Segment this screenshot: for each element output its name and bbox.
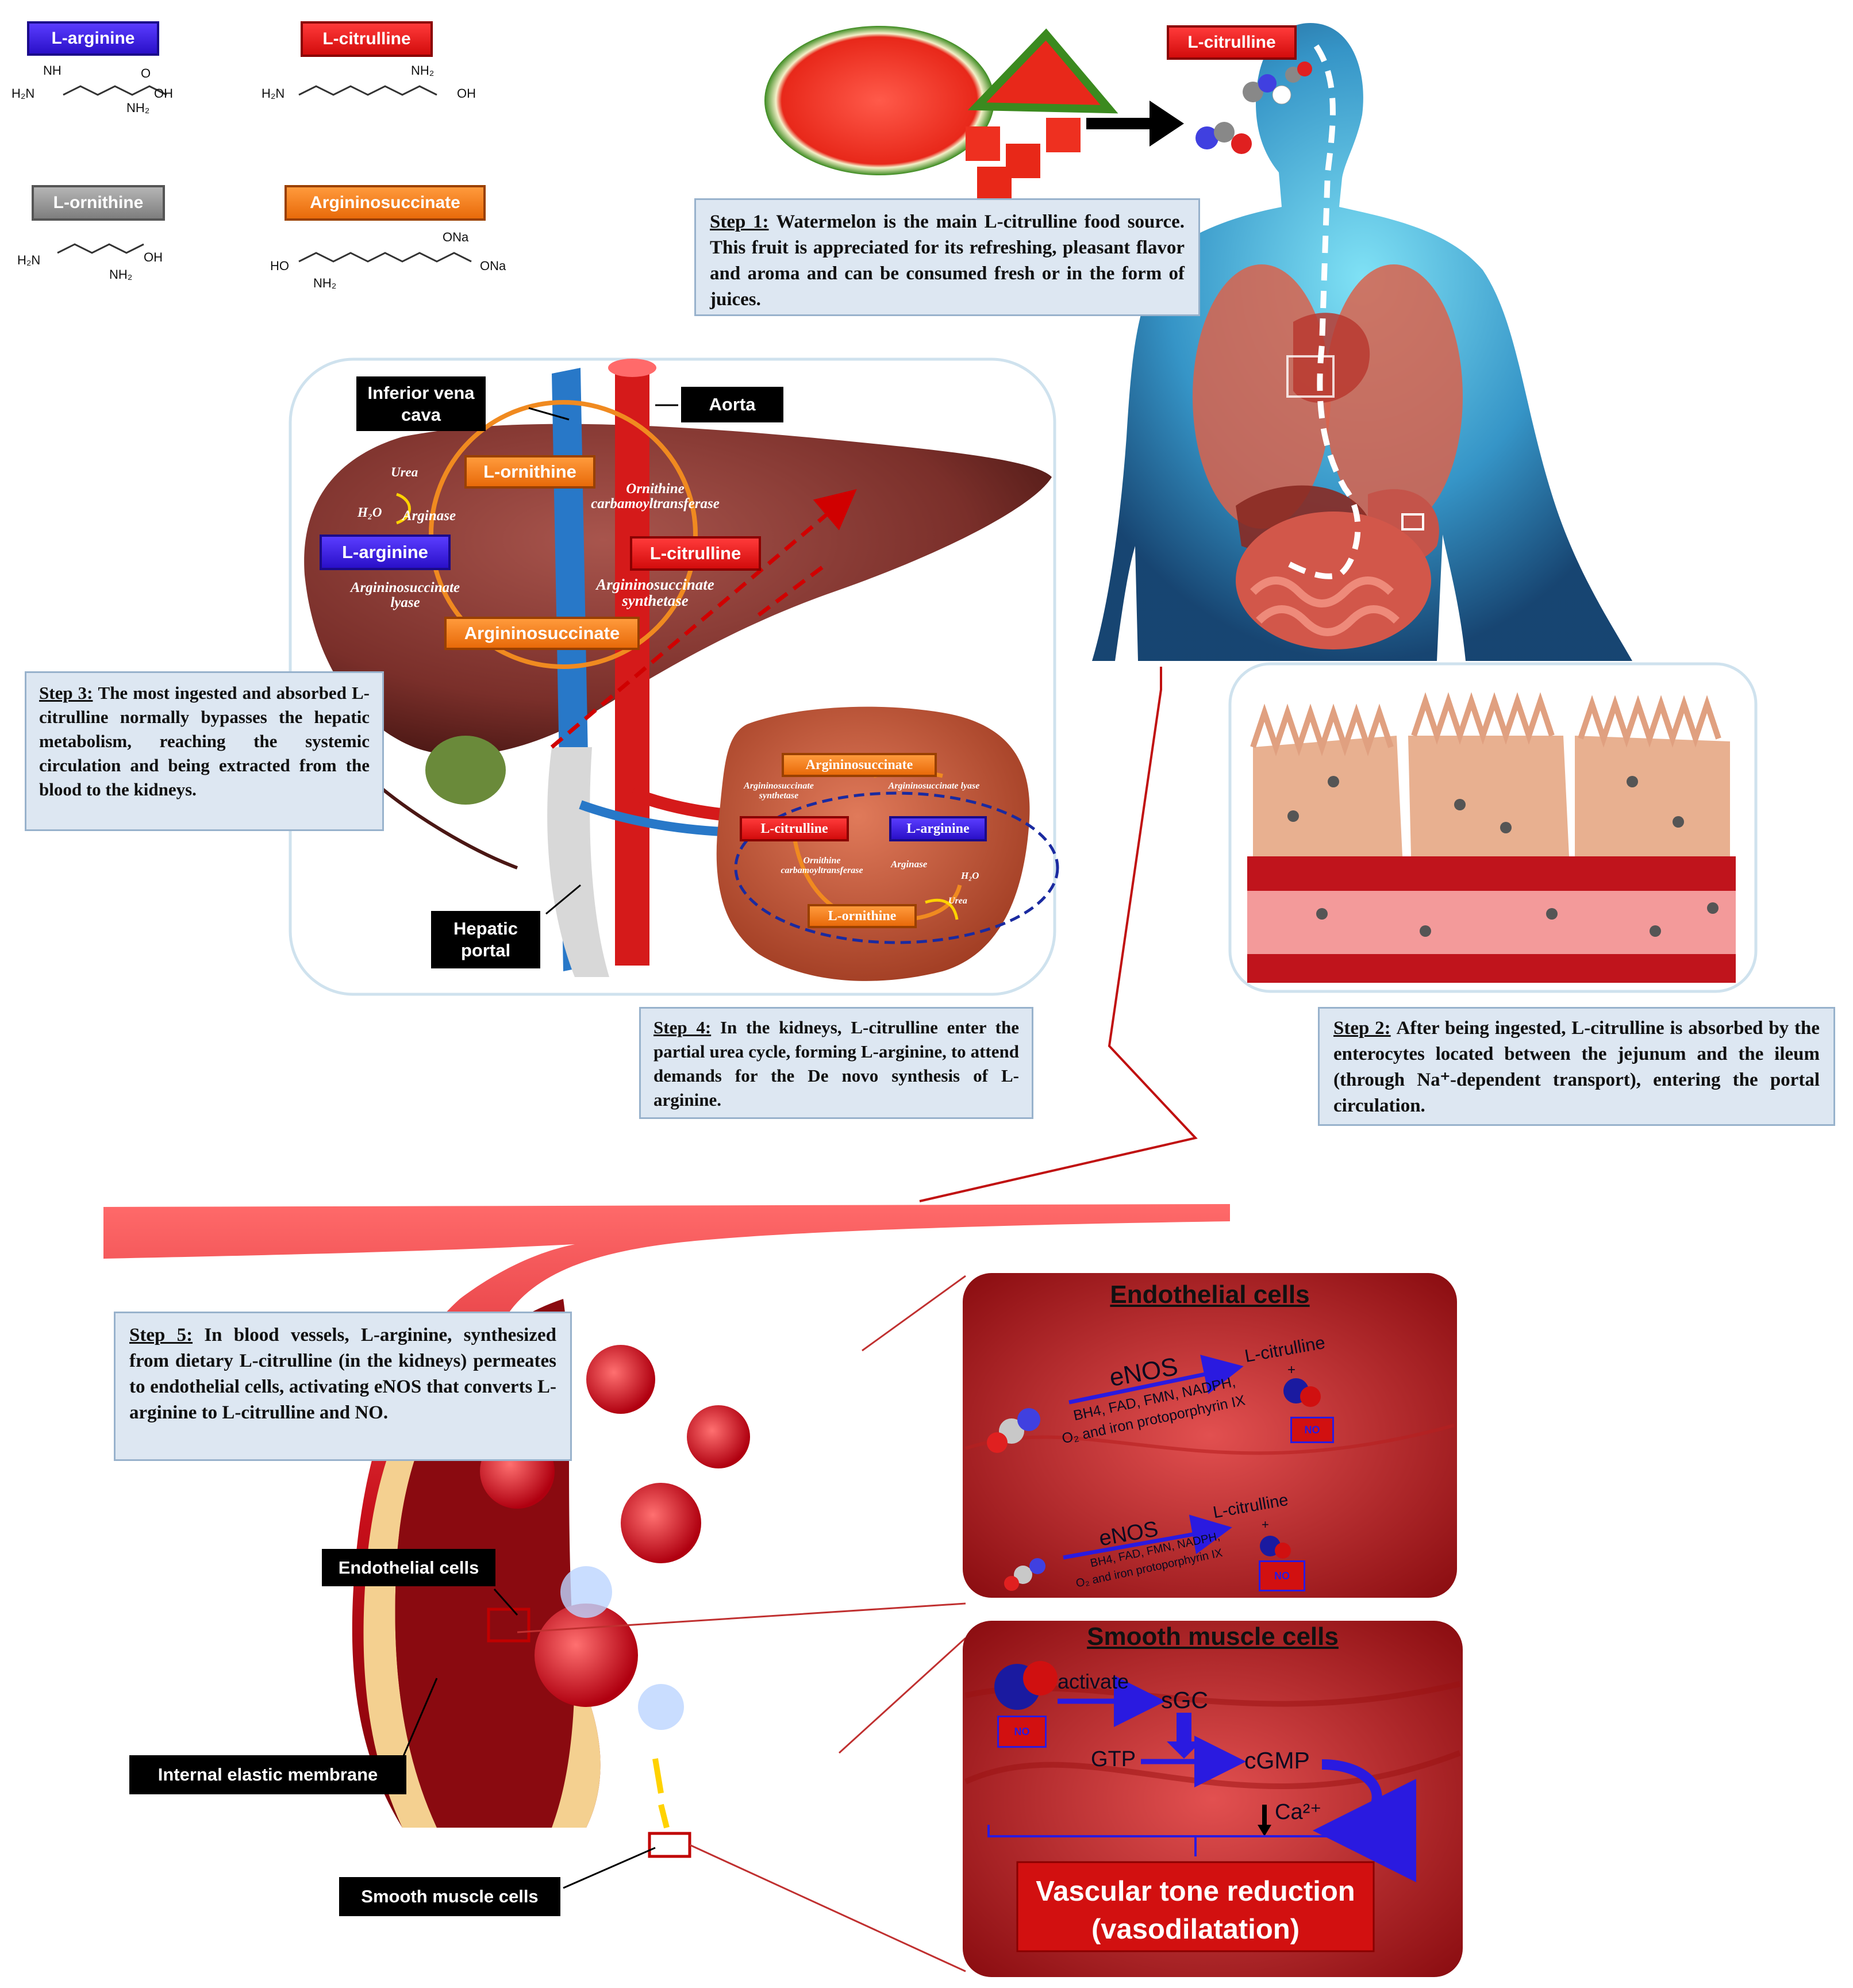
liver-argininosuccinate-lyase: Argininosuccinate lyase <box>350 580 460 611</box>
step-3-box: Step 3: The most ingested and absorbed L… <box>25 671 384 831</box>
kidney-h2o: H₂O <box>961 870 979 881</box>
label-l-citrulline-top: L-citrulline <box>301 21 433 57</box>
step-1-heading: Step 1: <box>710 212 769 232</box>
liver-label-l-citrulline: L-citrulline <box>630 536 761 571</box>
plus-2: + <box>1262 1517 1269 1532</box>
endothelial-panel-bg <box>963 1273 1457 1598</box>
step-5-box: Step 5: In blood vessels, L-arginine, sy… <box>114 1312 572 1461</box>
molecule-cluster <box>1195 61 1312 154</box>
step-3-heading: Step 3: <box>39 683 93 703</box>
kidney-argininosuccinate-lyase: Argininosuccinate lyase <box>888 781 980 791</box>
atom-nh2: NH₂ <box>126 101 150 115</box>
kidney-arginase: Arginase <box>891 859 928 870</box>
label-endothelial-cells: Endothelial cells <box>322 1549 495 1586</box>
atom-nh: NH <box>43 63 61 78</box>
kidney-label-l-arginine: L-arginine <box>889 816 987 841</box>
label-inferior-vena-cava: Inferior vena cava <box>356 376 486 431</box>
atom-oh-ornithine: OH <box>144 250 163 264</box>
watermelon-image <box>764 26 1184 201</box>
atom-oh: OH <box>154 86 173 101</box>
label-argininosuccinate-top: Argininosuccinate <box>285 185 486 221</box>
label-aorta: Aorta <box>681 387 783 422</box>
kidney-label-argininosuccinate: Argininosuccinate <box>782 753 937 777</box>
atom-ona-1: ONa <box>443 230 469 244</box>
kidney-argininosuccinate-synthetase: Argininosuccinate synthetase <box>744 781 814 801</box>
intestine-panel-frame <box>1228 662 1758 993</box>
atom-h2n-citrulline: H₂N <box>262 86 285 101</box>
atom-oh-citrulline: OH <box>457 86 476 101</box>
no-box-1: NO <box>1290 1417 1334 1443</box>
step-5-text: In blood vessels, L-arginine, synthesize… <box>129 1325 556 1423</box>
gtp-label: GTP <box>1091 1747 1136 1771</box>
kidney-ornithine-carbamoyltransferase: Ornithine carbamoyltransferase <box>781 856 863 875</box>
kidney-label-l-ornithine: L-ornithine <box>808 904 917 928</box>
no-box-2: NO <box>1259 1560 1305 1591</box>
endothelial-panel-title: Endothelial cells <box>1110 1281 1310 1309</box>
hepatic-portal-vessel <box>547 747 609 977</box>
kidney-image <box>716 706 1059 981</box>
plus-1: + <box>1287 1362 1296 1378</box>
liver-image <box>304 424 1052 870</box>
atom-nh2-ornithine: NH₂ <box>109 267 133 282</box>
step-2-text: After being ingested, L-citrulline is ab… <box>1333 1018 1820 1116</box>
cgmp-label: cGMP <box>1244 1747 1310 1774</box>
liver-h2o-label: H₂O <box>357 505 382 520</box>
atom-nh2-argsucc: NH₂ <box>313 276 337 290</box>
activate-label: activate <box>1058 1670 1129 1693</box>
calcium-label: Ca²⁺ <box>1275 1800 1322 1824</box>
liver-argininosuccinate-synthetase: Argininosuccinate synthetase <box>596 576 714 610</box>
aorta-vessel <box>615 362 649 966</box>
label-l-citrulline-melon: L-citrulline <box>1167 25 1297 60</box>
label-internal-elastic-membrane: Internal elastic membrane <box>129 1755 406 1794</box>
liver-urea-label: Urea <box>391 465 418 479</box>
step-2-heading: Step 2: <box>1333 1018 1391 1039</box>
kidney-urea: Urea <box>948 896 967 906</box>
label-l-arginine-top: L-arginine <box>27 21 159 56</box>
liver-label-argininosuccinate: Argininosuccinate <box>444 617 640 650</box>
connector-line <box>919 667 1198 1202</box>
step-4-text: In the kidneys, L-citrulline enter the p… <box>653 1017 1020 1110</box>
atom-nh2-citrulline: NH₂ <box>411 63 435 78</box>
atom-h2n: H₂N <box>11 86 35 101</box>
atom-ona-2: ONa <box>480 259 506 273</box>
atom-o: O <box>141 66 151 80</box>
vasodilatation-line-2: (vasodilatation) <box>1091 1914 1300 1945</box>
smooth-muscle-panel-title: Smooth muscle cells <box>1087 1622 1339 1651</box>
kidney-label-l-citrulline: L-citrulline <box>740 816 849 841</box>
liver-ornithine-carbamoyltransferase: Ornithine carbamoyltransferase <box>591 481 720 512</box>
step-5-heading: Step 5: <box>129 1325 193 1345</box>
step-4-heading: Step 4: <box>653 1017 712 1037</box>
atom-h2n-ornithine: H₂N <box>17 253 41 267</box>
vasodilatation-line-1: Vascular tone reduction <box>1036 1876 1355 1907</box>
liver-label-l-arginine: L-arginine <box>320 535 451 570</box>
step-1-text: Watermelon is the main L-citrulline food… <box>710 212 1185 310</box>
label-l-ornithine-top: L-ornithine <box>32 185 165 221</box>
liver-arginase-label: Arginase <box>402 508 456 524</box>
vasodilatation-box <box>1016 1861 1375 1952</box>
step-3-text: The most ingested and absorbed L-citrull… <box>39 683 370 799</box>
step-2-box: Step 2: After being ingested, L-citrulli… <box>1318 1007 1835 1126</box>
sgc-label: sGC <box>1161 1687 1208 1713</box>
atom-ho-argsucc: HO <box>270 259 289 273</box>
step-4-box: Step 4: In the kidneys, L-citrulline ent… <box>639 1007 1033 1119</box>
liver-label-l-ornithine: L-ornithine <box>464 455 595 489</box>
enterocyte-illustration <box>1247 692 1736 983</box>
label-hepatic-portal: Hepatic portal <box>431 911 540 968</box>
human-body <box>1092 23 1632 661</box>
step-1-box: Step 1: Watermelon is the main L-citrull… <box>694 198 1200 316</box>
no-box-smooth: NO <box>997 1716 1047 1748</box>
label-smooth-muscle-cells: Smooth muscle cells <box>339 1877 560 1916</box>
